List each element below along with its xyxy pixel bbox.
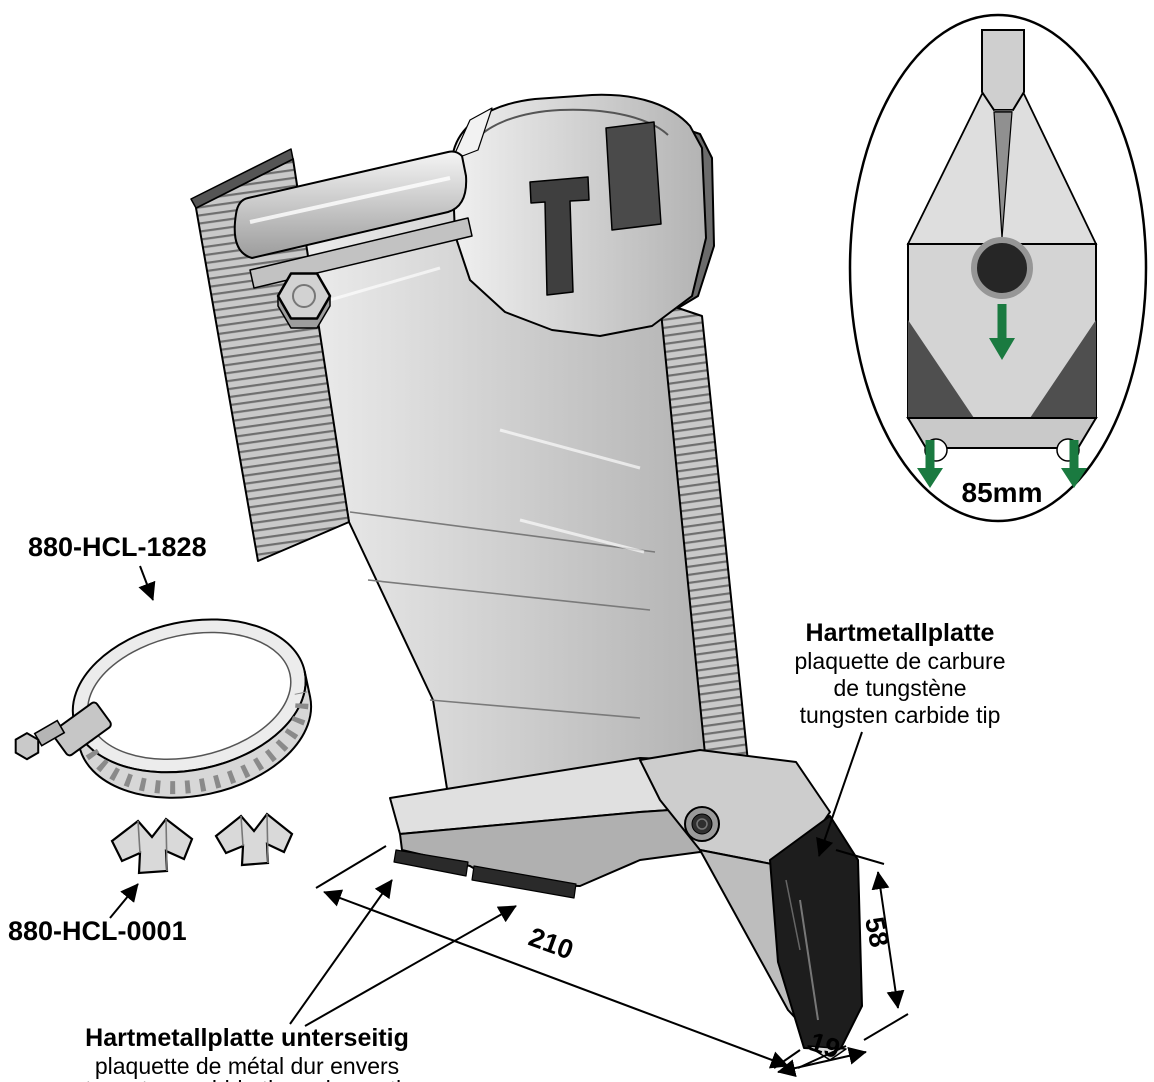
clamp-part-number-label: 880-HCL-1828 xyxy=(28,532,207,562)
dimension-line-19 xyxy=(777,1047,867,1077)
underside-callout-en-cropped: tungsten carbide tip underneath xyxy=(85,1076,409,1082)
clip-part-number-label: 880-HCL-0001 xyxy=(8,916,187,946)
carbide-callout-fr1: plaquette de carbure xyxy=(795,648,1006,674)
inset-shank xyxy=(981,29,1025,111)
dimension-210: 210 xyxy=(525,922,578,966)
ext-210-left xyxy=(315,845,387,889)
carbide-tip-callout: Hartmetallplatte plaquette de carbure de… xyxy=(795,619,1006,728)
hose-clamp-drawing xyxy=(14,618,313,799)
inset-width-dimension: 85mm xyxy=(962,477,1043,508)
carbide-callout-title: Hartmetallplatte xyxy=(806,619,995,647)
clamp-band xyxy=(72,671,313,799)
leader-clip xyxy=(109,883,139,919)
collar-right-slot xyxy=(605,121,662,231)
worm-drive-housing xyxy=(51,701,112,757)
underside-callout-title: Hartmetallplatte unterseitig xyxy=(85,1024,409,1052)
green-down-arrow-icon xyxy=(1061,440,1087,488)
leader-carbide-tip xyxy=(816,731,863,857)
ext-58-bottom xyxy=(863,1013,909,1041)
ext-58-top xyxy=(835,849,885,865)
bar-highlight xyxy=(249,176,451,224)
blade-crease-lines xyxy=(349,511,656,719)
bar-under-strip xyxy=(249,217,473,289)
inset-mounting-hole xyxy=(971,237,1033,299)
dimension-lines xyxy=(315,845,909,1077)
hex-bolt-icon xyxy=(276,272,332,329)
collar-rim-line xyxy=(469,108,669,151)
leader-underside-1 xyxy=(289,879,393,1025)
underside-callout-fr: plaquette de métal dur envers xyxy=(95,1053,399,1079)
worm-screw xyxy=(14,719,66,761)
carbide-callout-fr2: de tungstène xyxy=(833,675,966,701)
main-part-drawing xyxy=(190,93,863,1061)
inset-left-wing xyxy=(908,320,974,418)
leader-clamp xyxy=(138,565,156,601)
clamp-bar xyxy=(233,150,468,259)
inset-right-wing xyxy=(1030,320,1096,418)
carbide-callout-en: tungsten carbide tip xyxy=(800,702,1001,728)
green-down-arrow-icon xyxy=(989,304,1015,360)
dimension-58: 58 xyxy=(859,914,895,950)
screw-hex-head-icon xyxy=(14,731,40,761)
green-arrow-group xyxy=(917,304,1087,488)
left-edge-cap xyxy=(190,148,294,209)
dimension-line-58 xyxy=(871,871,905,1009)
dimension-line-210 xyxy=(323,889,789,1069)
socket-bolt-icon xyxy=(684,806,720,842)
inset-center-channel xyxy=(993,111,1013,239)
collar-t-slot xyxy=(529,176,590,296)
clamp-band-slots xyxy=(79,691,309,795)
underside-callout: Hartmetallplatte unterseitig plaquette d… xyxy=(85,1024,409,1082)
green-down-arrow-icon xyxy=(917,440,943,488)
clip-drawing-left xyxy=(110,817,194,875)
collar-left-lip-highlight xyxy=(451,107,493,161)
front-view-inset: 85mm xyxy=(848,13,1148,523)
blade-highlights xyxy=(329,266,645,554)
clip-drawing-right xyxy=(214,812,294,867)
